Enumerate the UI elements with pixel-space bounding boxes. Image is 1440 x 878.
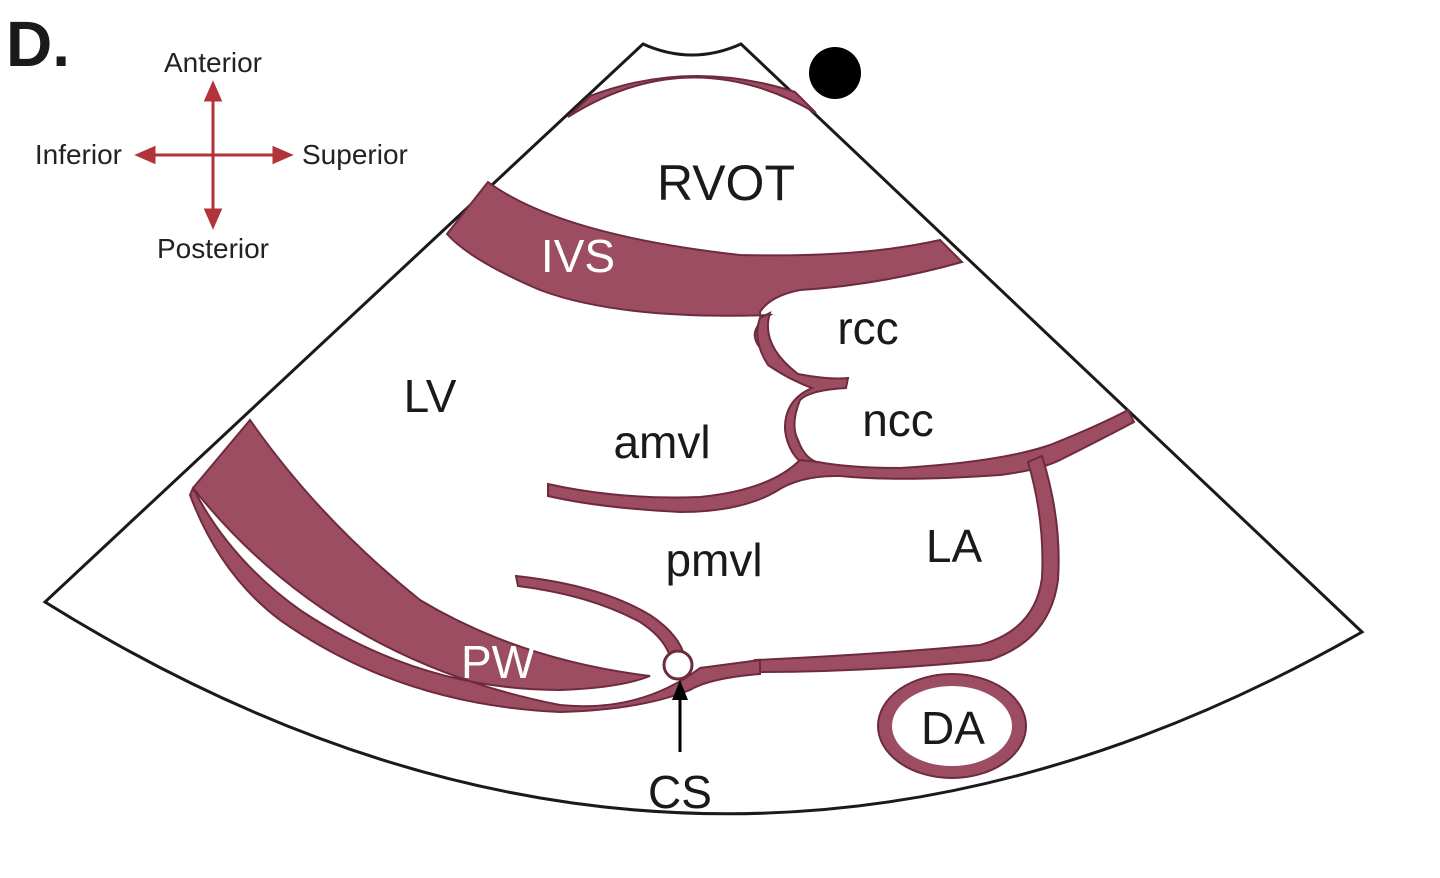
arrow-head-up-icon xyxy=(203,80,223,102)
anterior-mitral-leaflet xyxy=(547,408,1136,514)
label-da: DA xyxy=(921,702,985,754)
label-ivs: IVS xyxy=(541,230,615,282)
label-la: LA xyxy=(926,520,983,572)
label-pmvl: pmvl xyxy=(665,534,762,586)
orientation-anterior: Anterior xyxy=(164,47,262,78)
compass-arrows xyxy=(134,80,294,230)
orientation-superior: Superior xyxy=(302,139,408,170)
aortic-cusp-wall xyxy=(756,311,850,470)
rv-anterior-wall xyxy=(567,74,817,118)
arrow-up-icon xyxy=(672,680,688,700)
orientation-inferior: Inferior xyxy=(35,139,122,170)
panel-label: D. xyxy=(6,8,70,80)
transducer-marker-dot xyxy=(809,47,861,99)
orientation-posterior: Posterior xyxy=(157,233,269,264)
arrow-head-right-icon xyxy=(272,145,294,165)
label-cs: CS xyxy=(648,766,712,818)
label-rvot: RVOT xyxy=(657,155,795,211)
label-amvl: amvl xyxy=(613,416,710,468)
cs-arrow xyxy=(672,680,688,752)
label-ncc: ncc xyxy=(862,394,934,446)
arrow-head-down-icon xyxy=(203,208,223,230)
label-lv: LV xyxy=(404,370,457,422)
interventricular-septum xyxy=(445,180,964,373)
descending-aorta-lumen xyxy=(892,686,1012,766)
orientation-compass: Anterior Posterior Inferior Superior xyxy=(35,47,408,264)
label-rcc: rcc xyxy=(837,302,898,354)
arrow-head-left-icon xyxy=(134,145,156,165)
label-pw: PW xyxy=(461,636,536,688)
lv-posterior-wall xyxy=(188,418,761,714)
coronary-sinus xyxy=(662,649,694,681)
